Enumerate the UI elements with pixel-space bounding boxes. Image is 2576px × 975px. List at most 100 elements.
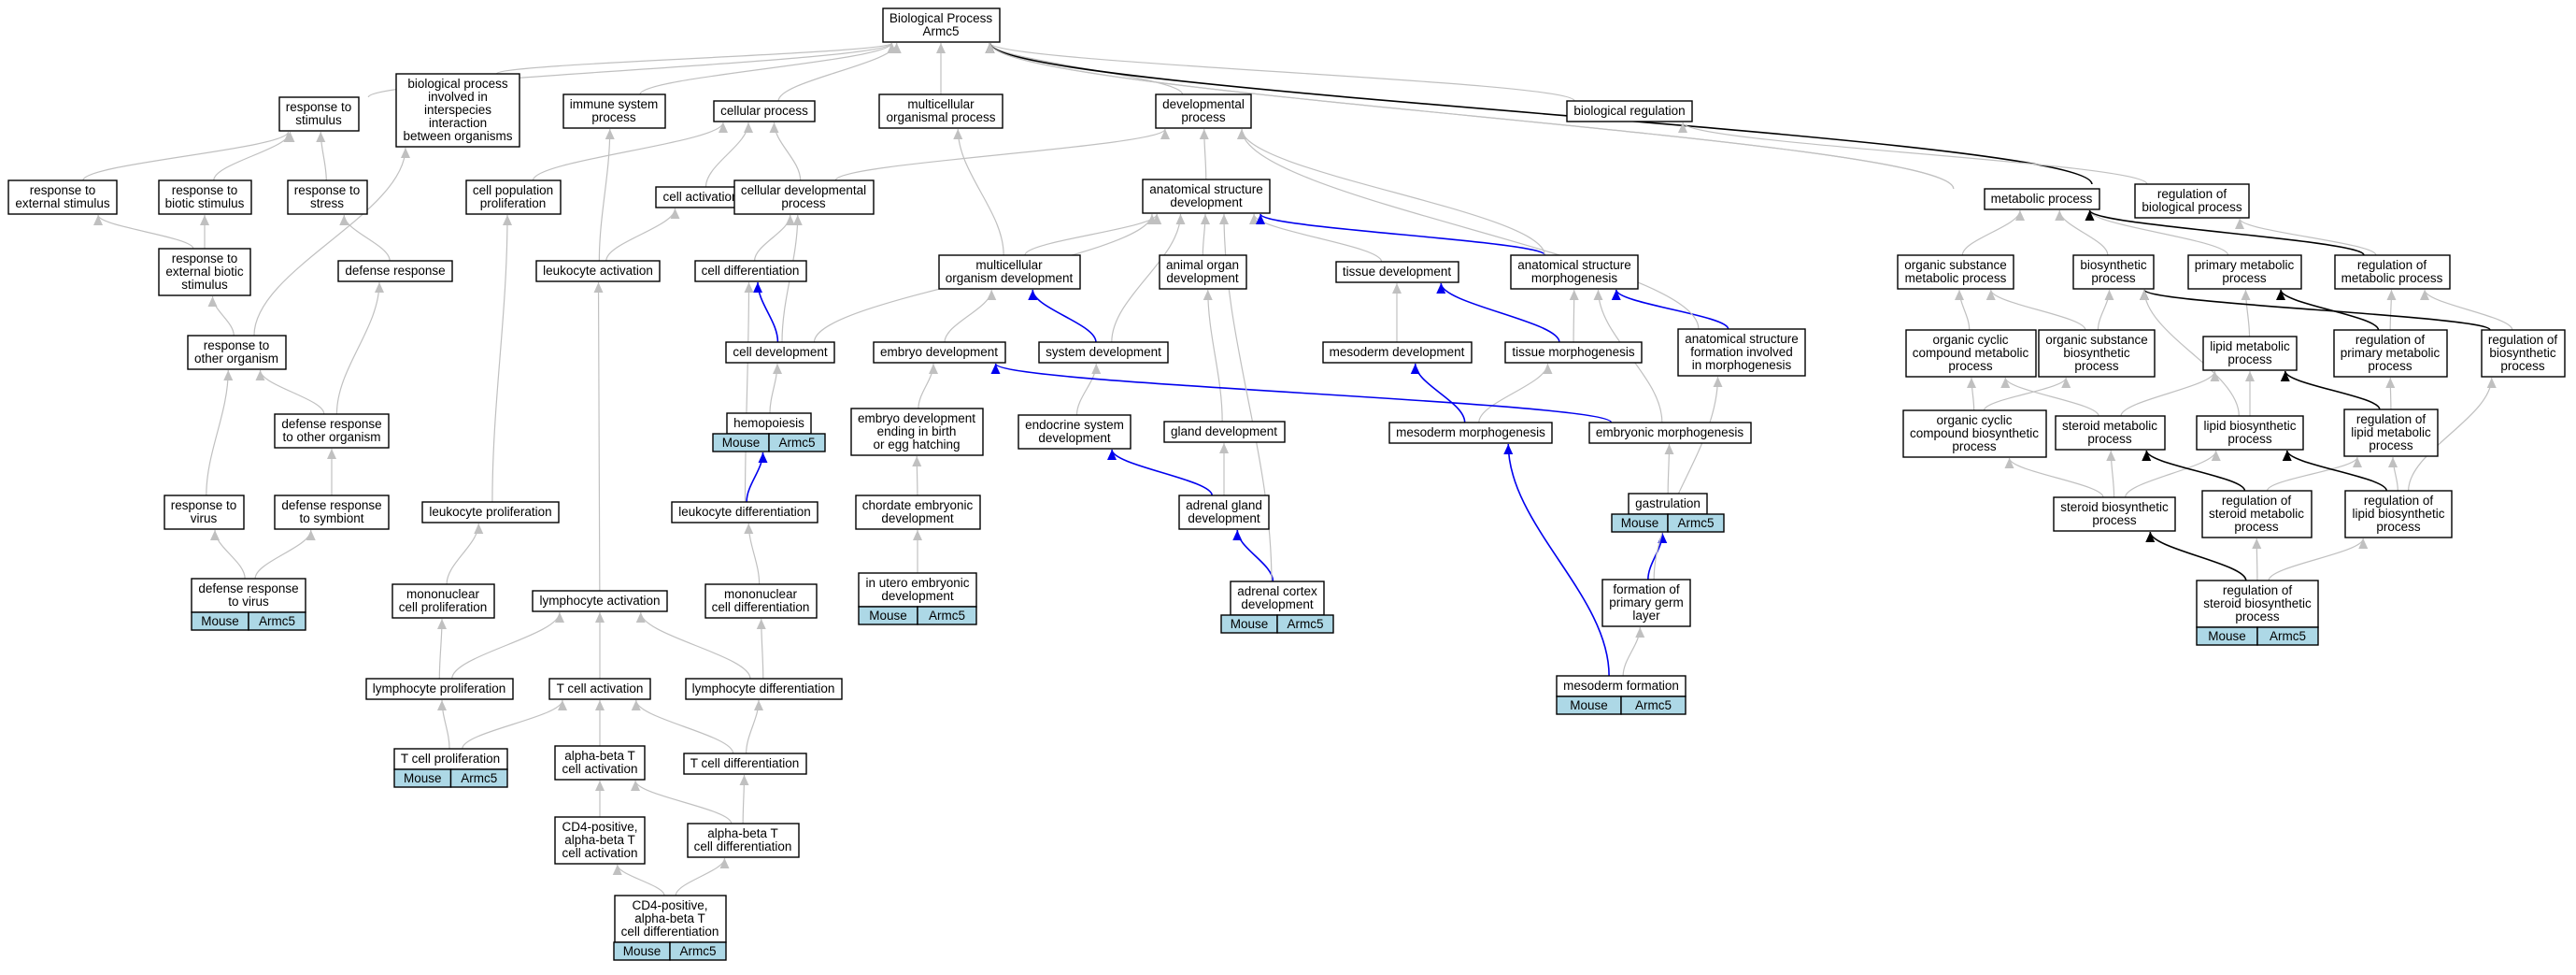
go-term-node-tisdev[interactable]: tissue development [1335, 261, 1459, 283]
go-term-node-embdev[interactable]: embryo development [873, 341, 1006, 364]
gene-label: Armc5 [461, 771, 497, 785]
go-term-node-lymphact[interactable]: lymphocyte activation [532, 590, 668, 612]
edge-part_of-germ-to-gastru [1647, 532, 1668, 581]
go-term-label: cellular process [720, 104, 808, 118]
go-term-node-celldiff[interactable]: cell differentiation [694, 260, 807, 282]
go-term-node-tact[interactable]: T cell activation [548, 678, 651, 700]
go-term-label: cell differentiation [621, 925, 719, 939]
go-term-node-bioreg[interactable]: biological regulation [1566, 100, 1693, 122]
go-term-node-leukprol[interactable]: leukocyte proliferation [421, 501, 560, 523]
go-term-label: tissue development [1343, 265, 1452, 279]
go-term-node-leukdiff[interactable]: leukocyte differentiation [671, 501, 818, 523]
go-term-label: process [1952, 439, 1997, 453]
go-term-node-metab[interactable]: metabolic process [1984, 188, 2100, 210]
go-term-node-cell[interactable]: cellular process [713, 100, 816, 122]
go-term-node-defresp[interactable]: defense response [337, 260, 453, 282]
go-term-node-tismorph[interactable]: tissue morphogenesis [1504, 341, 1643, 364]
go-term-node-embmorph[interactable]: embryonic morphogenesis [1588, 422, 1752, 444]
gene-label: Armc5 [2270, 629, 2306, 643]
go-term-node-celldev[interactable]: cell development [725, 341, 835, 364]
go-term-node-lymphprol[interactable]: lymphocyte proliferation [365, 678, 514, 700]
go-term-label: development [1188, 511, 1260, 525]
edge-isa-stress-to-rts [316, 131, 327, 181]
go-term-node-mesomorph[interactable]: mesoderm morphogenesis [1388, 422, 1553, 444]
go-term-node-gland[interactable]: gland development [1163, 421, 1286, 443]
go-term-label: CD4-positive, [632, 898, 707, 912]
go-term-label: organismal process [886, 110, 995, 124]
go-term-node-cellact[interactable]: cell activation [655, 186, 747, 208]
go-term-node-lymphdiff[interactable]: lymphocyte differentiation [685, 678, 843, 700]
go-term-label: gastrulation [1635, 496, 1701, 510]
go-term-node-sysdev[interactable]: system development [1038, 341, 1169, 364]
go-term-label: process [2369, 438, 2413, 452]
go-term-box [1322, 341, 1473, 364]
go-term-node-leukact[interactable]: leukocyte activation [535, 260, 661, 282]
go-term-box [2196, 580, 2319, 628]
go-term-box [1388, 422, 1553, 444]
go-term-node-tdiff[interactable]: T cell differentiation [683, 753, 807, 775]
go-term-label: response to [30, 183, 96, 197]
go-term-label: virus [191, 511, 218, 525]
go-term-node-mesodev[interactable]: mesoderm development [1322, 341, 1473, 364]
go-term-box [2481, 329, 2566, 378]
edge-isa-otherorg-to-bpinter [253, 147, 410, 337]
